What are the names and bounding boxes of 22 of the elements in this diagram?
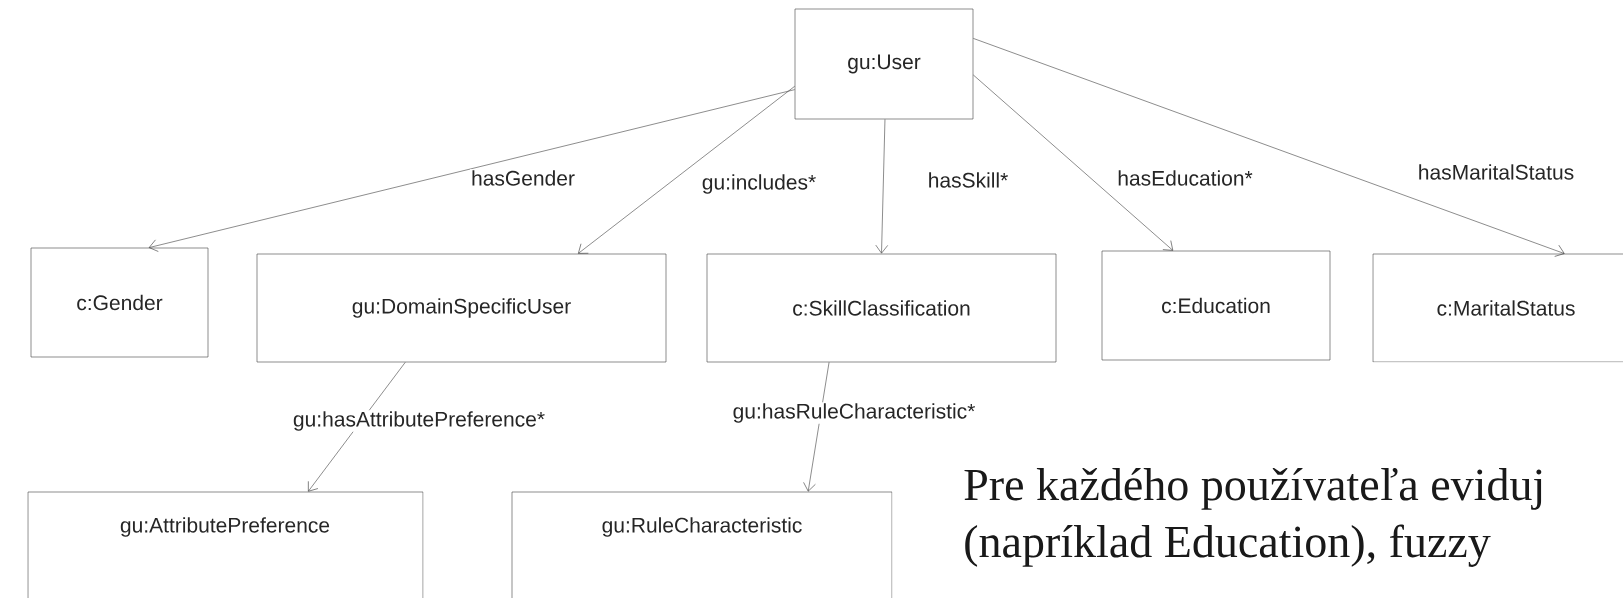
class-box: c:Gender — [30, 247, 209, 358]
edge-label: hasSkill* — [926, 171, 1010, 189]
class-box: gu:DomainSpecificUser — [256, 253, 667, 363]
arrow — [578, 85, 795, 254]
arrow — [973, 38, 1565, 257]
class-box: c:SkillClassification — [706, 253, 1057, 363]
class-box: gu:AttributePreference — [27, 491, 424, 598]
class-box: gu:RuleCharacteristic — [511, 491, 893, 598]
edge-label: gu:hasRuleCharacteristic* — [731, 402, 977, 424]
paragraph-line: (napríklad Education), fuzzy — [965, 524, 1491, 567]
edge-label: gu:hasAttributePreference* — [291, 410, 547, 432]
class-box: c:MaritalStatus — [1372, 253, 1623, 363]
edge-label: hasMaritalStatus — [1416, 163, 1576, 181]
class-box: gu:User — [794, 8, 974, 120]
arrow — [875, 119, 888, 254]
edge-label: hasGender — [470, 169, 576, 187]
paragraph-line: Pre každého používateľa eviduj — [964, 468, 1542, 510]
edge-label: gu:includes* — [700, 173, 818, 195]
class-box: c:Education — [1101, 250, 1331, 361]
arrow — [148, 89, 795, 252]
arrow — [973, 74, 1174, 251]
edge-label: hasEducation* — [1116, 169, 1254, 187]
